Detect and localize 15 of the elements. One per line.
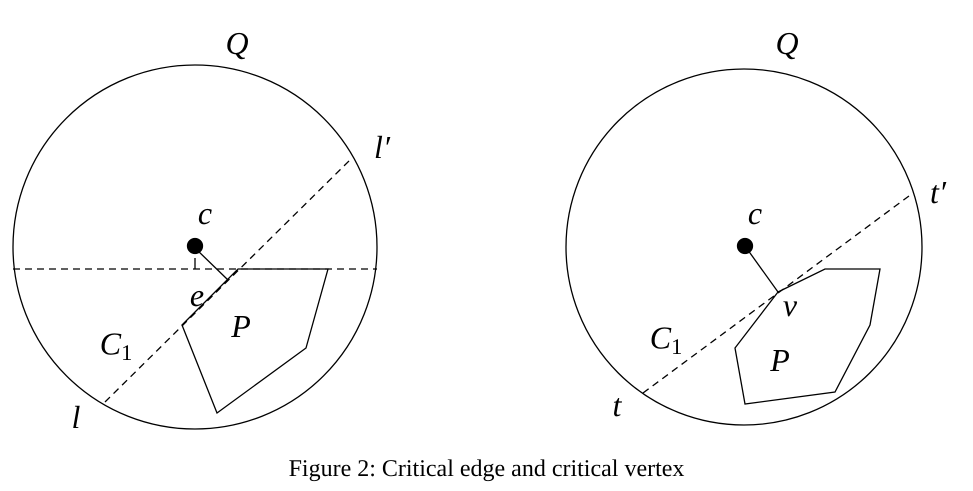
point-label: C$_{1}$: [650, 322, 682, 358]
point-label: P: [231, 310, 251, 342]
point-label: t′: [930, 176, 946, 208]
point-label: e: [190, 279, 204, 311]
point-label: l: [72, 401, 80, 433]
point-label: v: [782, 289, 798, 321]
point-label: c: [748, 197, 762, 229]
figure-caption: Figure 2: Critical edge and critical vertex: [288, 456, 684, 483]
point-label: l′: [374, 131, 390, 163]
point-label: t: [612, 389, 622, 421]
point-label: Q: [775, 27, 799, 59]
point-label: C$_{1}$: [100, 328, 132, 364]
point-label: Q: [225, 27, 249, 59]
point-label: P: [770, 344, 790, 376]
point-label: c: [198, 197, 212, 229]
